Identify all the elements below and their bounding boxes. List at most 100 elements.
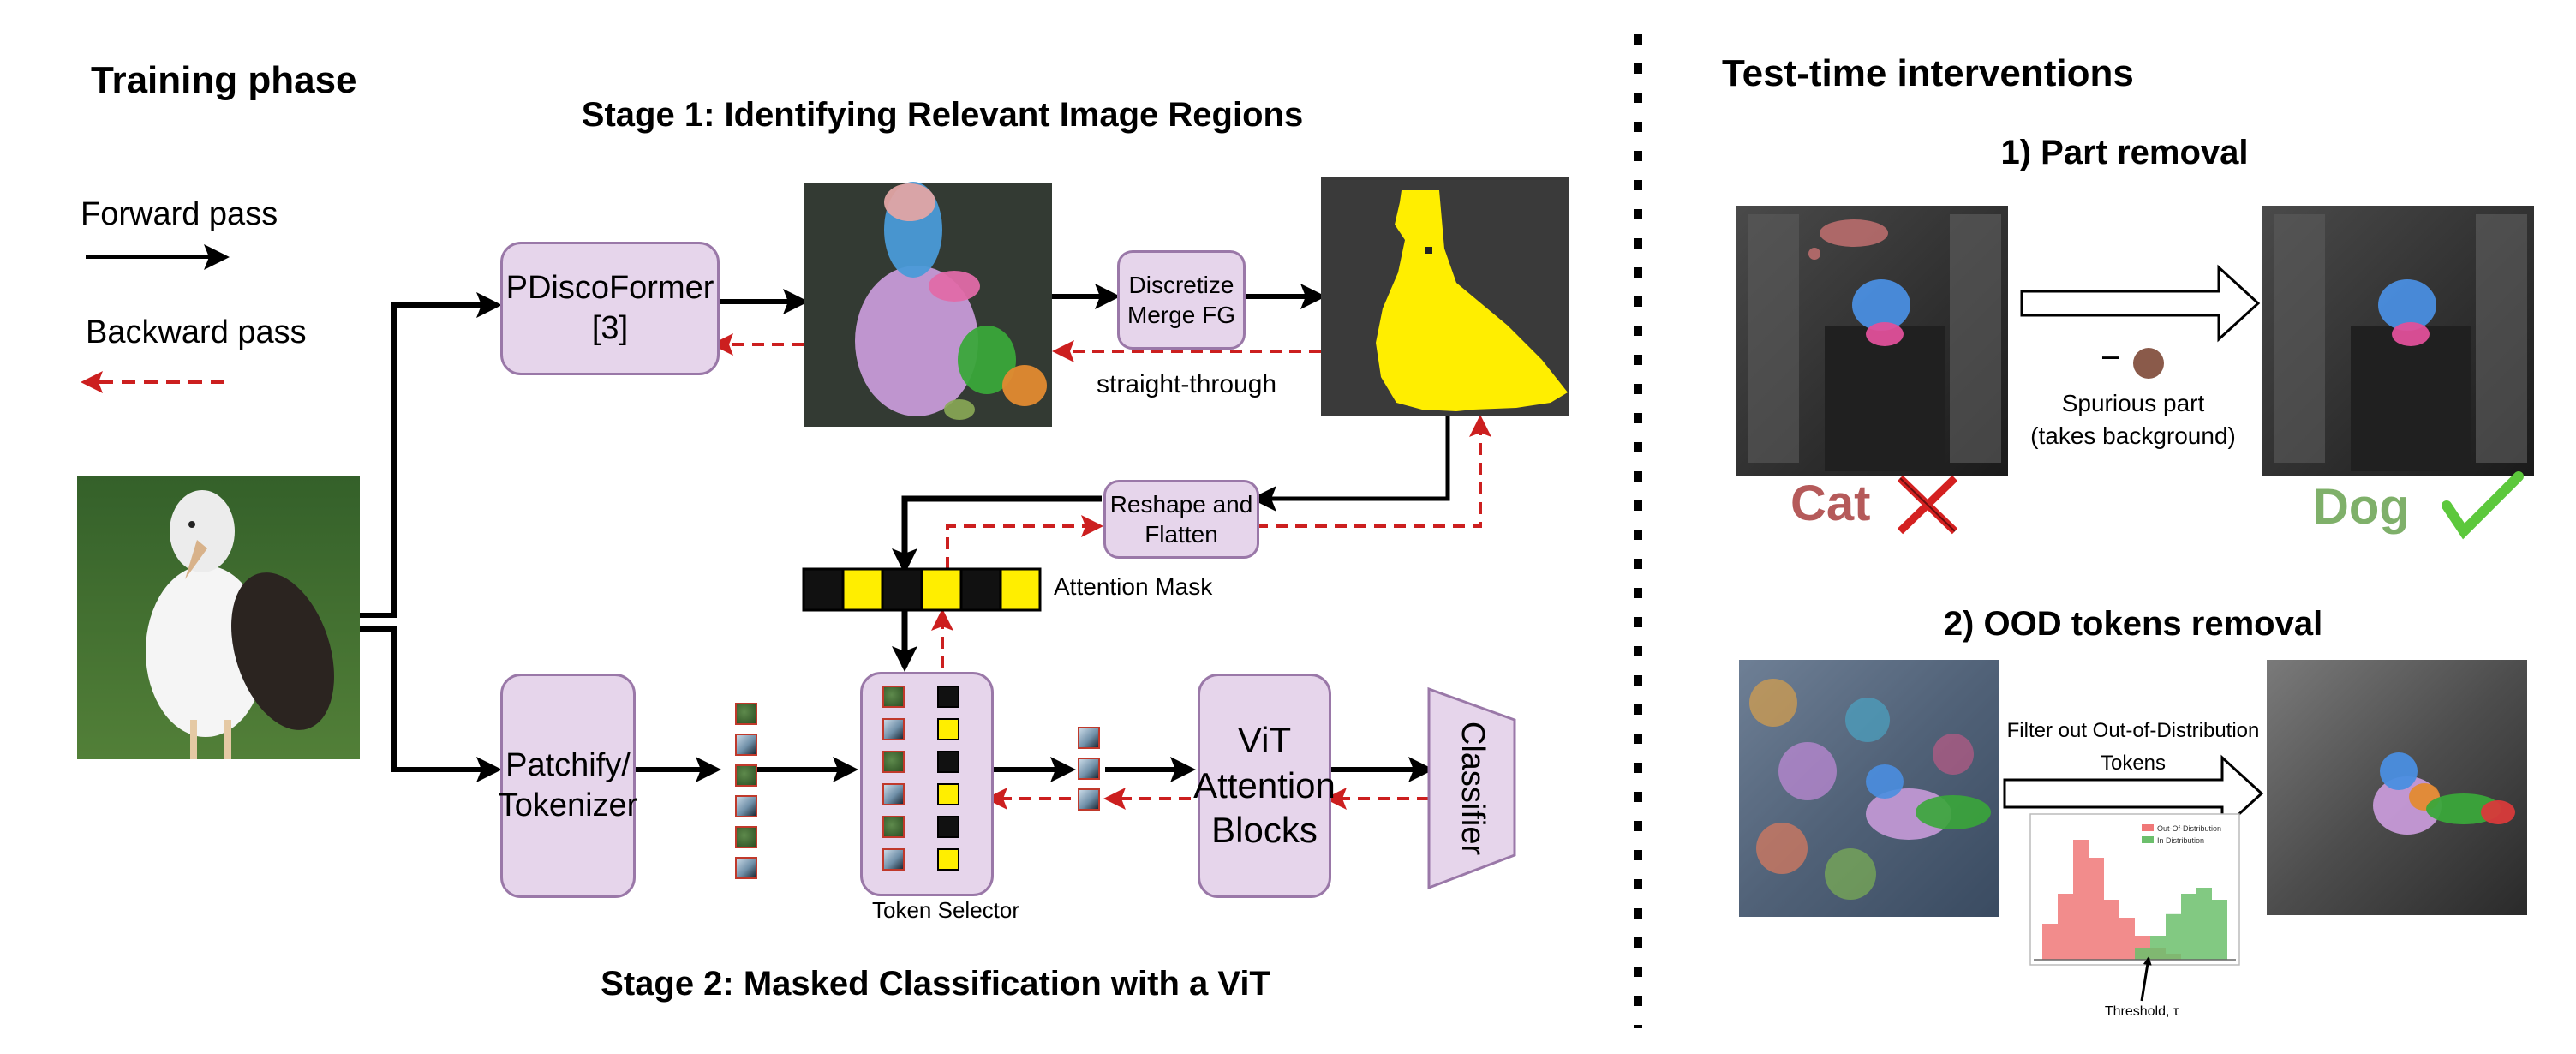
legend-label-id: In Distribution xyxy=(2157,836,2204,845)
token-patch xyxy=(1078,788,1100,811)
spurious-part-line1: Spurious part xyxy=(2061,390,2205,416)
token-patch xyxy=(882,783,905,805)
vit-label: ViT xyxy=(1237,720,1292,761)
ood-tokens-photo-before xyxy=(1739,660,1999,917)
attention-label: Attention xyxy=(1193,764,1336,805)
classifier-label: Classifier xyxy=(1454,721,1491,856)
histogram-bar-ood xyxy=(2042,924,2058,960)
ood-removal-arrow xyxy=(2003,754,2264,833)
histogram-bar-id xyxy=(2150,936,2166,960)
token-patch xyxy=(735,734,757,756)
blocks-label: Blocks xyxy=(1211,810,1318,851)
flatten-label: Flatten xyxy=(1145,521,1218,548)
mask-token xyxy=(937,686,959,708)
histogram-bar-ood xyxy=(2119,918,2135,960)
mask-token xyxy=(937,783,959,805)
token-patch xyxy=(882,816,905,838)
histogram-bar-ood xyxy=(2104,900,2119,960)
spurious-part-label: Spurious part (takes background) xyxy=(2030,387,2236,452)
dog-photo-after xyxy=(2262,206,2534,476)
token-patch xyxy=(882,686,905,708)
forward-branch-bottom xyxy=(360,626,502,782)
foreground-mask-image xyxy=(1321,177,1569,416)
histogram-bar-ood xyxy=(2089,858,2104,960)
mask-token xyxy=(937,751,959,773)
legend-label-ood: Out-Of-Distribution xyxy=(2157,824,2221,833)
threshold-arrow xyxy=(2140,956,2152,1002)
vit-blocks-box: ViT Attention Blocks xyxy=(1193,674,1336,898)
ood-removal-title: 2) OOD tokens removal xyxy=(1943,605,2323,643)
attention-mask-strip xyxy=(802,567,1042,612)
mask-token xyxy=(937,848,959,871)
minus-sign: − xyxy=(2101,339,2121,377)
part-removal-arrow xyxy=(2020,264,2261,343)
part-segmentation-image xyxy=(804,182,1052,427)
histogram-bar-ood xyxy=(2058,894,2073,960)
discretize-box: Discretize Merge FG xyxy=(1117,250,1246,350)
histogram-bar-id xyxy=(2166,913,2181,960)
correct-check-icon xyxy=(2442,471,2524,540)
filter-ood-line2: Tokens xyxy=(2100,752,2167,776)
straight-through-label: straight-through xyxy=(1097,370,1277,398)
cat-photo-before xyxy=(1736,206,2008,476)
training-phase-title: Training phase xyxy=(91,59,357,101)
pdiscoformer-label: PDiscoFormer xyxy=(505,269,714,306)
pdiscoformer-box: PDiscoFormer [3] xyxy=(500,242,720,375)
token-patch xyxy=(882,751,905,773)
patchify-label: Patchify/ xyxy=(505,746,631,783)
token-patch xyxy=(882,848,905,871)
token-patch xyxy=(882,718,905,740)
test-time-title: Test-time interventions xyxy=(1722,52,2134,94)
mask-token xyxy=(937,718,959,740)
arrow-reshape-to-maskstrip xyxy=(892,495,1102,574)
spurious-part-line2: (takes background) xyxy=(2030,422,2236,449)
filter-ood-label: Filter out Out-of-Distribution Tokens xyxy=(2007,715,2260,781)
spurious-part-dot xyxy=(2133,348,2164,379)
histogram-bar-ood xyxy=(2073,840,2089,960)
histogram-bar-id xyxy=(2196,888,2212,960)
legend-swatch-ood xyxy=(2142,824,2154,831)
histogram-bars xyxy=(2042,840,2227,960)
stage1-title: Stage 1: Identifying Relevant Image Regi… xyxy=(581,96,1304,134)
back-arrow-reshape-to-mask xyxy=(1256,415,1491,528)
ood-tokens-photo-after xyxy=(2267,660,2527,915)
part-removal-title: 1) Part removal xyxy=(2000,134,2249,171)
token-patch xyxy=(735,703,757,725)
ood-histogram: Out-Of-Distribution In Distribution xyxy=(2029,813,2240,1002)
token-patch xyxy=(1078,727,1100,749)
arrow-mask-to-reshape xyxy=(1251,416,1450,512)
token-patch xyxy=(1078,758,1100,780)
token-patch xyxy=(735,857,757,879)
prediction-cat-label: Cat xyxy=(1790,476,1871,531)
back-arrow-maskstrip-to-reshape xyxy=(946,515,1103,569)
pdiscoformer-ref: [3] xyxy=(591,310,629,346)
legend-swatch-id xyxy=(2142,836,2154,843)
forward-branch-top xyxy=(360,292,502,618)
token-patch xyxy=(735,764,757,787)
histogram-bar-id xyxy=(2212,900,2227,960)
stage2-title: Stage 2: Masked Classification with a Vi… xyxy=(601,965,1270,1003)
reshape-flatten-box: Reshape and Flatten xyxy=(1103,480,1259,559)
mask-token xyxy=(937,816,959,838)
legend-forward-label: Forward pass xyxy=(81,196,278,232)
merge-fg-label: Merge FG xyxy=(1127,302,1236,328)
classifier-shape xyxy=(1427,686,1516,890)
legend-backward-label: Backward pass xyxy=(86,314,307,350)
histogram-bar-id xyxy=(2181,894,2196,960)
token-selector-box xyxy=(860,672,994,896)
attention-mask-label: Attention Mask xyxy=(1054,573,1213,600)
reshape-label: Reshape and xyxy=(1109,491,1253,518)
threshold-label: Threshold, τ xyxy=(2104,1004,2179,1019)
discretize-label: Discretize xyxy=(1128,272,1234,298)
prediction-dog-label: Dog xyxy=(2313,479,2410,535)
patchify-box: Patchify/ Tokenizer xyxy=(498,674,638,898)
wrong-cross-icon xyxy=(1897,475,1958,535)
token-patch xyxy=(735,795,757,817)
token-selector-label: Token Selector xyxy=(872,897,1019,923)
filter-ood-line1: Filter out Out-of-Distribution xyxy=(2006,719,2260,742)
token-patch xyxy=(735,826,757,848)
input-bird-photo xyxy=(77,476,360,759)
tokenizer-label: Tokenizer xyxy=(498,788,638,823)
